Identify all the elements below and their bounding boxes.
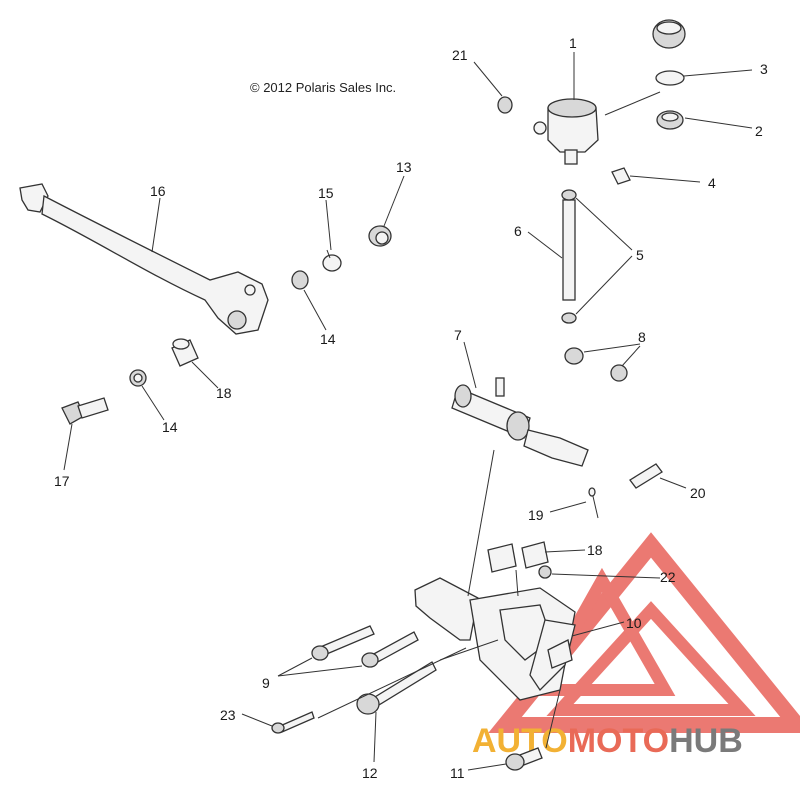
watermark-text: AUTOMOTOHUB	[472, 722, 743, 760]
callout-13: 13	[396, 159, 412, 175]
part-17-bolt	[61, 397, 109, 425]
callout-20: 20	[690, 485, 706, 501]
part-12-bolt	[356, 661, 437, 715]
part-13-bushing	[368, 225, 392, 247]
callout-15: 15	[318, 185, 334, 201]
callout-3: 3	[760, 61, 768, 77]
callout-22: 22	[660, 569, 676, 585]
part-11-bolt	[505, 747, 543, 771]
part-22-nut	[538, 565, 552, 579]
part-4-screw	[611, 167, 631, 185]
part-2-ring	[656, 110, 684, 130]
callout-12: 12	[362, 765, 378, 781]
part-1-reservoir	[533, 98, 599, 165]
part-14-bushing-lower	[129, 369, 147, 387]
watermark-text-hub: HUB	[669, 722, 743, 760]
leader-lines	[63, 52, 753, 771]
part-9-bolts	[311, 625, 419, 668]
callout-17: 17	[54, 473, 70, 489]
callout-18-upper: 18	[216, 385, 232, 401]
callout-labels: 1 2 3 4 5 6 7 8 9 10 11 12 13 14 14 15 1…	[54, 35, 768, 781]
callout-9: 9	[262, 675, 270, 691]
callout-1: 1	[569, 35, 577, 51]
watermark-text-moto: MOTO	[568, 722, 669, 760]
part-20-clevis-pin	[629, 463, 663, 489]
part-18-sleeves-lower	[487, 541, 549, 573]
callout-14-upper: 14	[320, 331, 336, 347]
watermark-inner-triangle-icon	[546, 601, 756, 716]
bracket-assembly	[414, 577, 576, 701]
callout-6: 6	[514, 223, 522, 239]
part-16-brake-pedal	[19, 183, 269, 335]
callout-8: 8	[638, 329, 646, 345]
part-7-master-cylinder	[451, 377, 589, 467]
part-10-clip	[547, 639, 573, 669]
copyright-text: © 2012 Polaris Sales Inc.	[250, 80, 396, 95]
callout-23: 23	[220, 707, 236, 723]
watermark-triangle-icon	[488, 532, 800, 733]
callout-11: 11	[450, 765, 465, 781]
callout-10: 10	[626, 615, 642, 631]
callout-19: 19	[528, 507, 544, 523]
callout-18-lower: 18	[587, 542, 603, 558]
callout-2: 2	[755, 123, 763, 139]
callout-21: 21	[452, 47, 468, 63]
part-5-clamp-top	[561, 189, 577, 201]
part-18-sleeve-upper	[171, 338, 199, 367]
callout-16: 16	[150, 183, 166, 199]
part-19-cotter-pin	[588, 487, 599, 519]
watermark-text-auto: AUTO	[472, 722, 568, 760]
part-14-bushing-upper	[291, 270, 309, 290]
part-3-diaphragm	[655, 70, 685, 86]
part-8-grommets	[564, 347, 628, 382]
part-5-clamp-bottom	[561, 312, 577, 324]
callout-4: 4	[708, 175, 716, 191]
part-6-hose	[561, 189, 577, 324]
part-cap	[652, 19, 686, 49]
part-15-clip	[322, 249, 342, 272]
callout-14-lower: 14	[162, 419, 178, 435]
callout-7: 7	[454, 327, 462, 343]
part-21-nut	[497, 96, 513, 114]
callout-5: 5	[636, 247, 644, 263]
part-23-bolt	[271, 711, 315, 734]
